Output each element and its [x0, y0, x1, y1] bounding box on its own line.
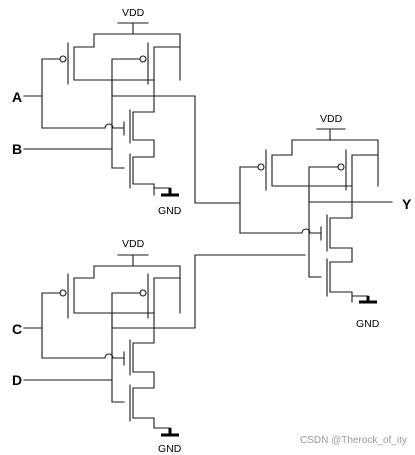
- input-d-label: D: [12, 372, 22, 388]
- gnd-label: GND: [158, 443, 182, 455]
- pmos-output-node: [111, 312, 196, 329]
- pmos-transistor-out-2: [308, 139, 379, 191]
- gnd-rail: [359, 296, 377, 304]
- pmos-transistor-c: [41, 265, 113, 319]
- nand-gate-out: VDD GND: [239, 113, 393, 330]
- pmos-output-node: [111, 79, 196, 97]
- gnd-label: GND: [158, 205, 182, 217]
- interconnect-1: [194, 95, 241, 204]
- input-c-label: C: [12, 321, 22, 337]
- nmos-transistor-out-1: [239, 201, 353, 263]
- vdd-label: VDD: [122, 7, 145, 19]
- nmos-transistor-b: [23, 139, 155, 196]
- nmos-transistor-d: [23, 371, 155, 429]
- input-a-wire: [23, 58, 43, 129]
- output-node: [308, 185, 393, 203]
- vdd-rail: [117, 22, 149, 35]
- nmos-transistor-a: [41, 95, 155, 158]
- gnd-label: GND: [356, 318, 380, 330]
- pmos-transistor-b: [111, 33, 181, 85]
- input-b-label: B: [12, 141, 22, 157]
- nand-gate-ab: VDD GND: [23, 7, 196, 217]
- vdd-label: VDD: [320, 113, 343, 125]
- nmos-transistor-c: [41, 327, 155, 389]
- pmos-transistor-a: [41, 33, 113, 85]
- vdd-rail: [117, 254, 149, 267]
- vdd-rail: [316, 128, 346, 141]
- output-y-label: Y: [402, 196, 412, 212]
- input-c-wire: [23, 292, 43, 359]
- nmos-transistor-out-2: [308, 247, 353, 303]
- pmos-transistor-d: [111, 265, 181, 319]
- gnd-rail: [161, 428, 179, 437]
- pmos-transistor-out-1: [239, 139, 310, 191]
- vdd-label: VDD: [122, 238, 145, 250]
- input-a-label: A: [12, 89, 22, 105]
- watermark: CSDN @Therock_of_ity: [300, 435, 407, 446]
- interconnect-2: [194, 254, 306, 329]
- gnd-rail: [161, 188, 179, 197]
- nand-gate-cd: VDD GND: [23, 238, 196, 455]
